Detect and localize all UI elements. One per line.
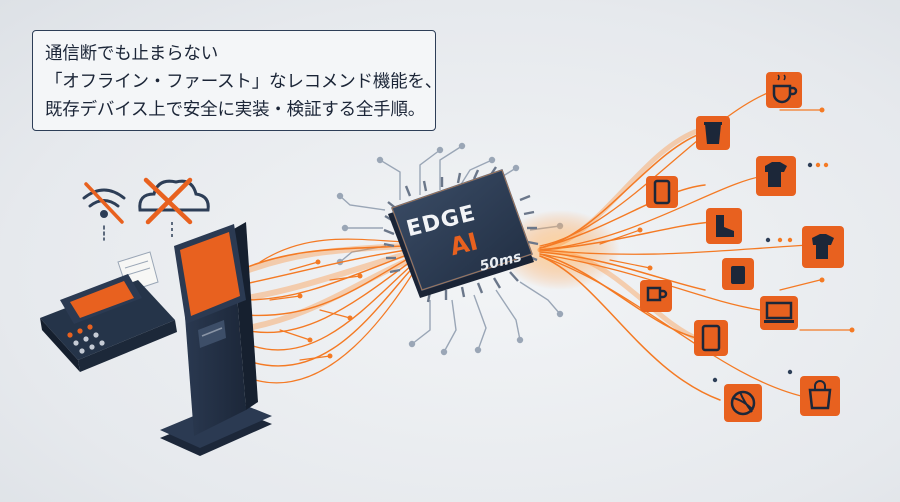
wifi-off-icon	[82, 182, 126, 241]
phone-icon	[694, 320, 728, 356]
coffee-cup-icon	[766, 72, 802, 108]
smartphone-icon	[646, 176, 678, 208]
input-data-streams	[232, 238, 423, 384]
caption-line-2: 「オフライン・ファースト」なレコメンド機能を、	[45, 72, 443, 92]
takeaway-cup-icon	[696, 116, 730, 150]
caption-line-3: 既存デバイス上で安全に実装・検証する全手順。	[45, 100, 426, 120]
output-data-streams	[500, 91, 855, 401]
ball-icon	[724, 384, 762, 422]
circuit-traces	[336, 142, 564, 356]
laptop-icon	[760, 296, 798, 330]
shopping-bag-icon	[800, 376, 840, 416]
headline-caption: 通信断でも止まらない 「オフライン・ファースト」なレコメンド機能を、 既存デバイ…	[32, 30, 443, 131]
edge-ai-chip	[383, 166, 539, 303]
boot-icon	[706, 208, 742, 244]
bag-icon	[722, 258, 754, 290]
mug-icon	[640, 280, 672, 312]
tshirt-icon	[756, 156, 796, 196]
payment-terminal	[40, 177, 210, 372]
self-service-kiosk	[160, 222, 272, 456]
caption-line-1: 通信断でも止まらない	[45, 44, 218, 64]
cloud-off-icon	[138, 177, 210, 238]
product-icons	[640, 72, 844, 422]
shirt-icon	[802, 226, 844, 268]
